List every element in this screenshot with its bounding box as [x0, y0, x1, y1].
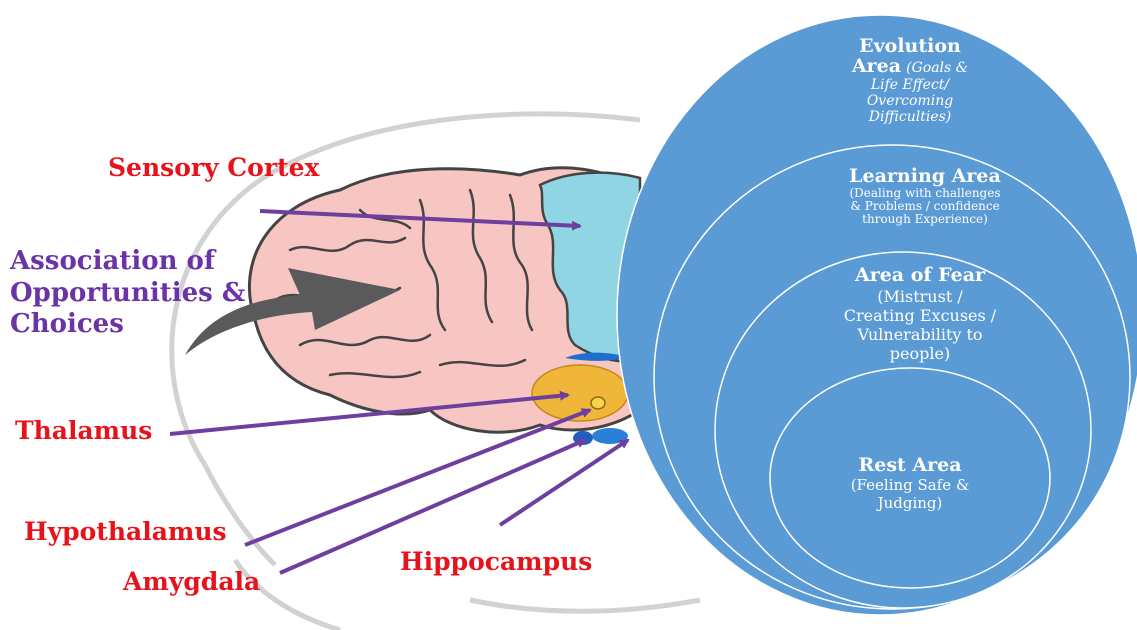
- label-association-line: Opportunities &: [10, 278, 245, 310]
- hypothalamus-dot: [591, 397, 605, 409]
- label-association-line: Choices: [10, 309, 245, 341]
- zone-fear-title: Area of Fear: [800, 264, 1040, 287]
- zone-rest: Rest Area (Feeling Safe & Judging): [810, 454, 1010, 512]
- label-thalamus: Thalamus: [15, 416, 152, 447]
- zone-evolution-sub: Life Effect/: [815, 77, 1005, 93]
- label-amygdala: Amygdala: [123, 567, 260, 598]
- zone-rest-sub: Judging): [810, 494, 1010, 512]
- label-association: Association of Opportunities & Choices: [10, 246, 245, 341]
- zone-fear-sub: people): [800, 344, 1040, 363]
- zone-evolution-sub: Overcoming: [815, 93, 1005, 109]
- zone-fear-sub: (Mistrust /: [800, 287, 1040, 306]
- label-association-line: Association of: [10, 246, 245, 278]
- label-sensory-cortex: Sensory Cortex: [108, 153, 319, 184]
- zone-evolution-title: Evolution: [815, 36, 1005, 57]
- label-hippocampus: Hippocampus: [400, 547, 592, 578]
- label-hypothalamus: Hypothalamus: [24, 517, 227, 548]
- zone-learning-sub: through Experience): [810, 213, 1040, 226]
- zone-learning: Learning Area (Dealing with challenges &…: [810, 166, 1040, 226]
- zone-fear: Area of Fear (Mistrust / Creating Excuse…: [800, 264, 1040, 363]
- zone-evolution-sub: Difficulties): [815, 109, 1005, 125]
- zone-fear-sub: Creating Excuses /: [800, 306, 1040, 325]
- zone-learning-title: Learning Area: [810, 166, 1040, 187]
- zone-evolution-title-2: Area: [852, 55, 901, 77]
- zone-rest-title: Rest Area: [810, 454, 1010, 476]
- zone-rest-sub: (Feeling Safe &: [810, 476, 1010, 494]
- zone-fear-sub: Vulnerability to: [800, 325, 1040, 344]
- zone-evolution-sub: (Goals &: [906, 60, 968, 76]
- zone-evolution: Evolution Area (Goals & Life Effect/ Ove…: [815, 36, 1005, 125]
